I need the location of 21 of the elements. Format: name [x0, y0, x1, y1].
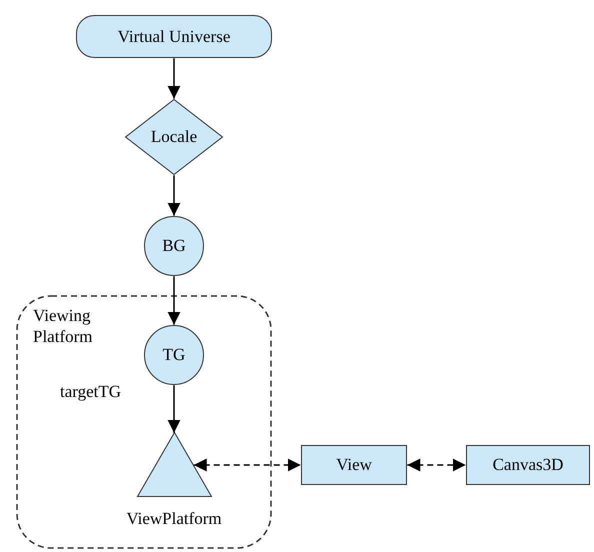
arrow — [407, 458, 466, 472]
node-label: View — [335, 454, 373, 476]
arrow — [168, 276, 180, 325]
node-label: BG — [161, 235, 187, 256]
node-label: ViewPlatform — [125, 508, 223, 530]
node-circle — [144, 216, 204, 276]
arrow — [168, 175, 180, 216]
node-label: Virtual Universe — [116, 26, 232, 47]
terminal-box — [76, 15, 272, 58]
arrow — [168, 385, 180, 433]
node-label: Locale — [150, 126, 198, 148]
node-label: Canvas3D — [492, 454, 564, 476]
node-label: TG — [162, 344, 186, 366]
arrow — [194, 458, 301, 472]
node-annotation: targetTG — [60, 381, 122, 402]
arrow — [168, 58, 180, 99]
node-label: Viewing Platform — [33, 305, 94, 348]
class-box — [466, 445, 590, 485]
decision-diamond — [125, 99, 223, 175]
group-boundary — [16, 295, 272, 549]
class-box — [301, 445, 407, 485]
